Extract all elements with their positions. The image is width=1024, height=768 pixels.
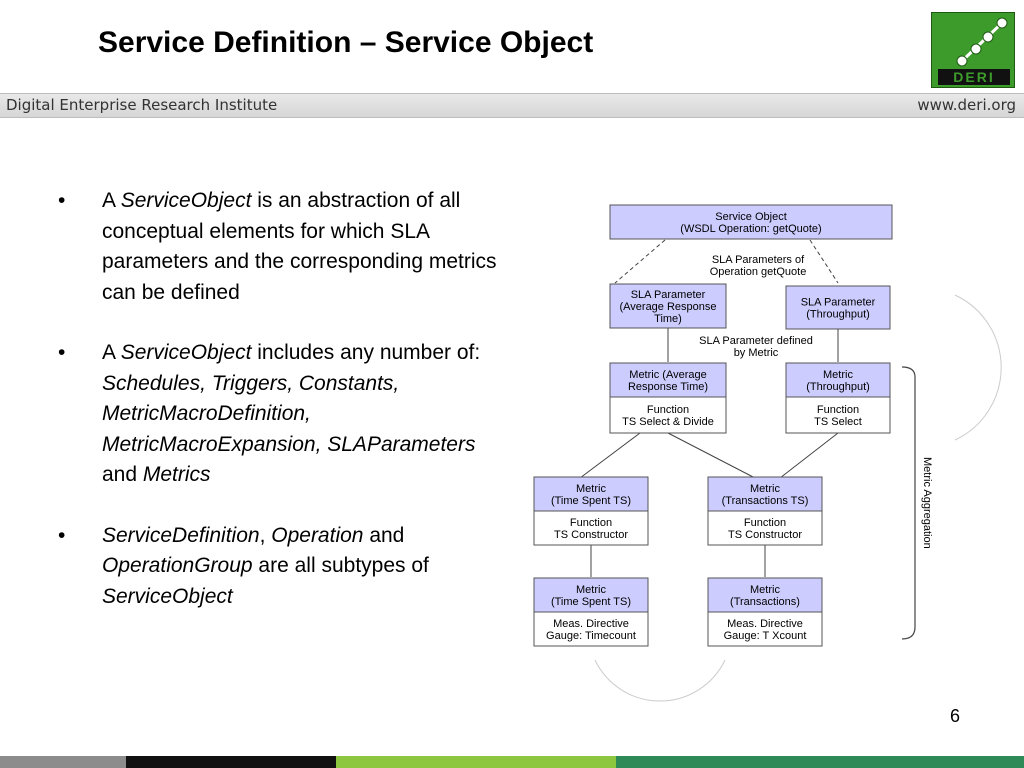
bullet-dot: •	[58, 523, 66, 547]
metric-transactions-header-text: (Transactions)	[730, 596, 800, 608]
service-object-box-text: (WSDL Operation: getQuote)	[680, 223, 821, 235]
bullet-dot: •	[58, 341, 66, 364]
bullet-segment: A	[102, 189, 121, 212]
metric-avg-response-body-text: Function	[647, 404, 689, 416]
metric-time-spent-ts-header-text: (Time Spent TS)	[551, 495, 631, 507]
bullet-segment: is an abstraction of all conceptual elem…	[102, 189, 497, 304]
bullet-segment: ,	[259, 523, 272, 547]
label-sla-of-operation: Operation getQuote	[710, 266, 807, 278]
sla-parameter-avg-box-text: (Average Response	[619, 301, 716, 313]
metric-time-spent-ts-header-text: Metric	[576, 483, 606, 495]
sla-parameter-throughput-box	[785, 285, 891, 330]
bullet-segment: Metrics	[142, 463, 211, 486]
dashed-connector-right	[809, 239, 839, 284]
metric-throughput-header	[785, 362, 891, 398]
metric-throughput-body-text: Function	[817, 404, 859, 416]
metric-avg-response-body	[609, 396, 727, 434]
bullet-text: A ServiceObject is an abstraction of all…	[102, 186, 498, 308]
page-number: 6	[950, 706, 961, 726]
metric-throughput-header-text: Metric	[823, 369, 853, 381]
service-object-box	[609, 204, 893, 240]
sla-parameter-avg-box	[609, 283, 727, 329]
slide-title: Service Definition – Service Object	[98, 26, 594, 59]
bullet-segment: and	[102, 463, 143, 486]
metric-throughput-header-text: (Throughput)	[806, 381, 870, 393]
connector-avg-trans	[667, 432, 756, 479]
website-url: www.deri.org	[917, 96, 1016, 114]
metric-transactions-header	[707, 577, 823, 613]
metric-transactions-ts-body-text: Function	[744, 517, 786, 529]
dashed-connector-left	[614, 239, 666, 284]
bullet-segment: includes any number of:	[251, 341, 481, 364]
institute-name: Digital Enterprise Research Institute	[6, 96, 278, 114]
connector-avg-time	[579, 432, 641, 479]
bullet-text: A ServiceObject includes any number of: …	[102, 338, 498, 491]
metric-transactions-body-text: Meas. Directive	[727, 618, 803, 630]
sla-parameter-avg-box-text: SLA Parameter	[631, 289, 706, 301]
label-sla-defined-by-metric: SLA Parameter defined	[699, 335, 813, 347]
metric-time-spent-ts-body-text: Function	[570, 517, 612, 529]
metric-transactions-ts-header-text: Metric	[750, 483, 780, 495]
metric-time-spent-body-text: Gauge: Timecount	[546, 630, 636, 642]
metric-transactions-body	[707, 611, 823, 647]
metric-time-spent-header-text: Metric	[576, 584, 606, 596]
bullet-list: • A ServiceObject is an abstraction of al…	[58, 186, 498, 642]
aggregation-label: Metric Aggregation	[921, 457, 933, 549]
metric-throughput-body	[785, 396, 891, 434]
metric-transactions-ts-body	[707, 510, 823, 546]
deri-logo: DERI	[931, 12, 1015, 88]
footer-strip-gray	[0, 756, 126, 768]
label-sla-of-operation: SLA Parameters of	[712, 254, 805, 266]
bullet-segment: Schedules, Triggers, Constants, MetricMa…	[102, 371, 476, 456]
metric-transactions-header-text: Metric	[750, 584, 780, 596]
metric-time-spent-ts-body	[533, 510, 649, 546]
service-object-diagram: Metric Aggregation Service Object(WSDL O…	[533, 204, 1002, 702]
metric-avg-response-header	[609, 362, 727, 398]
decor-arc-right	[954, 294, 1002, 441]
metric-avg-response-header-text: Metric (Average	[629, 369, 706, 381]
bullet-item: • A ServiceObject includes any number of:…	[58, 338, 498, 491]
logo-text: DERI	[953, 69, 994, 85]
bullet-text: ServiceDefinition, Operation and Operati…	[102, 521, 498, 613]
metric-avg-response-header-text: Response Time)	[628, 381, 708, 393]
bullet-segment: ServiceDefinition	[102, 523, 260, 547]
bullet-segment: A	[102, 341, 121, 364]
service-object-box-text: Service Object	[715, 211, 787, 223]
header-bar: Digital Enterprise Research Institute ww…	[0, 93, 1024, 118]
sla-parameter-throughput-box-text: (Throughput)	[806, 309, 870, 321]
metric-time-spent-ts-body-text: TS Constructor	[554, 529, 628, 541]
sla-parameter-throughput-box-text: SLA Parameter	[801, 297, 876, 309]
metric-transactions-ts-header-text: (Transactions TS)	[722, 495, 809, 507]
bullet-segment: ServiceObject	[120, 189, 252, 212]
bullet-segment: OperationGroup	[102, 554, 253, 577]
bullet-segment: and	[363, 523, 405, 547]
footer-strip-lime	[336, 756, 616, 768]
sla-parameter-avg-box-text: Time)	[654, 313, 682, 325]
metric-avg-response-body-text: TS Select & Divide	[622, 416, 714, 428]
aggregation-bracket	[901, 366, 916, 640]
bullet-segment: are all subtypes of	[252, 554, 429, 577]
bullet-item: • ServiceDefinition, Operation and Operat…	[58, 521, 498, 613]
bullet-item: • A ServiceObject is an abstraction of al…	[58, 186, 498, 308]
connector-tp-trans	[779, 432, 839, 479]
aggregation-label-text: Metric Aggregation	[921, 457, 933, 549]
metric-throughput-body-text: TS Select	[814, 416, 862, 428]
metric-time-spent-body-text: Meas. Directive	[553, 618, 629, 630]
bullet-segment: ServiceObject	[120, 341, 252, 364]
footer-strip-green	[616, 756, 1024, 768]
bullet-segment: ServiceObject	[102, 584, 233, 608]
metric-transactions-ts-header	[707, 476, 823, 512]
label-sla-defined-by-metric: by Metric	[734, 347, 779, 359]
decor-arc-bottom	[594, 659, 726, 702]
metric-transactions-ts-body-text: TS Constructor	[728, 529, 802, 541]
bullet-segment: Operation	[271, 523, 364, 547]
bullet-dot: •	[58, 189, 66, 212]
metric-time-spent-body	[533, 611, 649, 647]
footer-strip-black	[126, 756, 336, 768]
metric-transactions-body-text: Gauge: T Xcount	[724, 630, 807, 642]
metric-time-spent-header-text: (Time Spent TS)	[551, 596, 631, 608]
